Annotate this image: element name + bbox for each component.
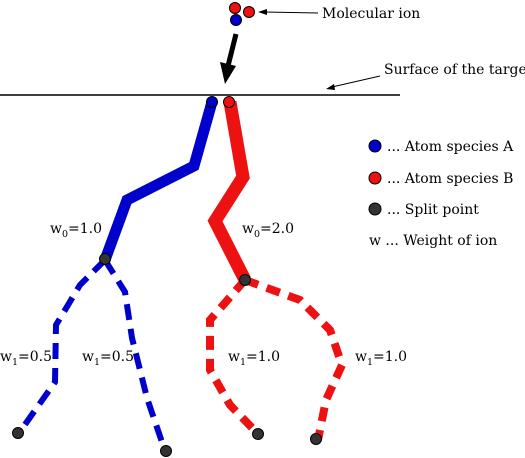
atom-b-icon <box>368 171 382 185</box>
surface-pointer <box>326 75 381 90</box>
atom-a-icon <box>206 96 218 108</box>
legend-item-atom-a: ... Atom species A <box>368 139 514 155</box>
split-point-icon <box>252 428 264 440</box>
weight-label-w1-b-left: w1=1.0 <box>228 349 280 368</box>
atom-a-icon <box>230 14 242 26</box>
legend-item-atom-b: ... Atom species B <box>368 171 513 187</box>
atom-b-icon <box>229 2 241 14</box>
weight-label-w0-a: w0=1.0 <box>50 221 102 240</box>
species-a-trajectory <box>99 100 218 262</box>
split-point-icon <box>160 445 172 457</box>
species-b-branch-left <box>206 277 261 437</box>
legend-atom-b-label: ... Atom species B <box>387 171 513 187</box>
weight-label-w0-b: w0=2.0 <box>242 221 294 240</box>
molecular-ion-pointer <box>258 9 319 15</box>
species-b-branch-right <box>243 276 347 441</box>
atom-b-icon <box>243 6 255 18</box>
species-a-branch-left <box>16 257 108 435</box>
atom-b-icon <box>223 96 235 108</box>
legend-atom-a-label: ... Atom species A <box>387 139 514 155</box>
surface-label: Surface of the target <box>384 62 525 78</box>
weight-label-w1-a-left: w1=0.5 <box>0 349 52 368</box>
legend-item-split-point: ... Split point <box>368 202 479 218</box>
weight-label-w1-b-right: w1=1.0 <box>355 349 407 368</box>
split-point-icon <box>239 274 251 286</box>
legend: ... Atom species A ... Atom species B ..… <box>368 139 514 249</box>
legend-split-point-label: ... Split point <box>387 202 479 218</box>
atom-a-icon <box>368 139 382 153</box>
species-b-trajectory <box>207 100 251 283</box>
molecular-ion-icon <box>229 2 255 26</box>
weight-label-w1-a-right: w1=0.5 <box>82 349 134 368</box>
incoming-ion-arrow <box>220 33 239 84</box>
split-point-icon <box>310 433 322 445</box>
legend-weight-label: w ... Weight of ion <box>369 233 497 249</box>
split-point-icon <box>99 253 111 265</box>
split-point-icon <box>368 202 382 216</box>
species-a-branch-right <box>102 258 168 452</box>
split-point-icon <box>12 427 24 439</box>
molecular-ion-label: Molecular ion <box>322 6 420 22</box>
